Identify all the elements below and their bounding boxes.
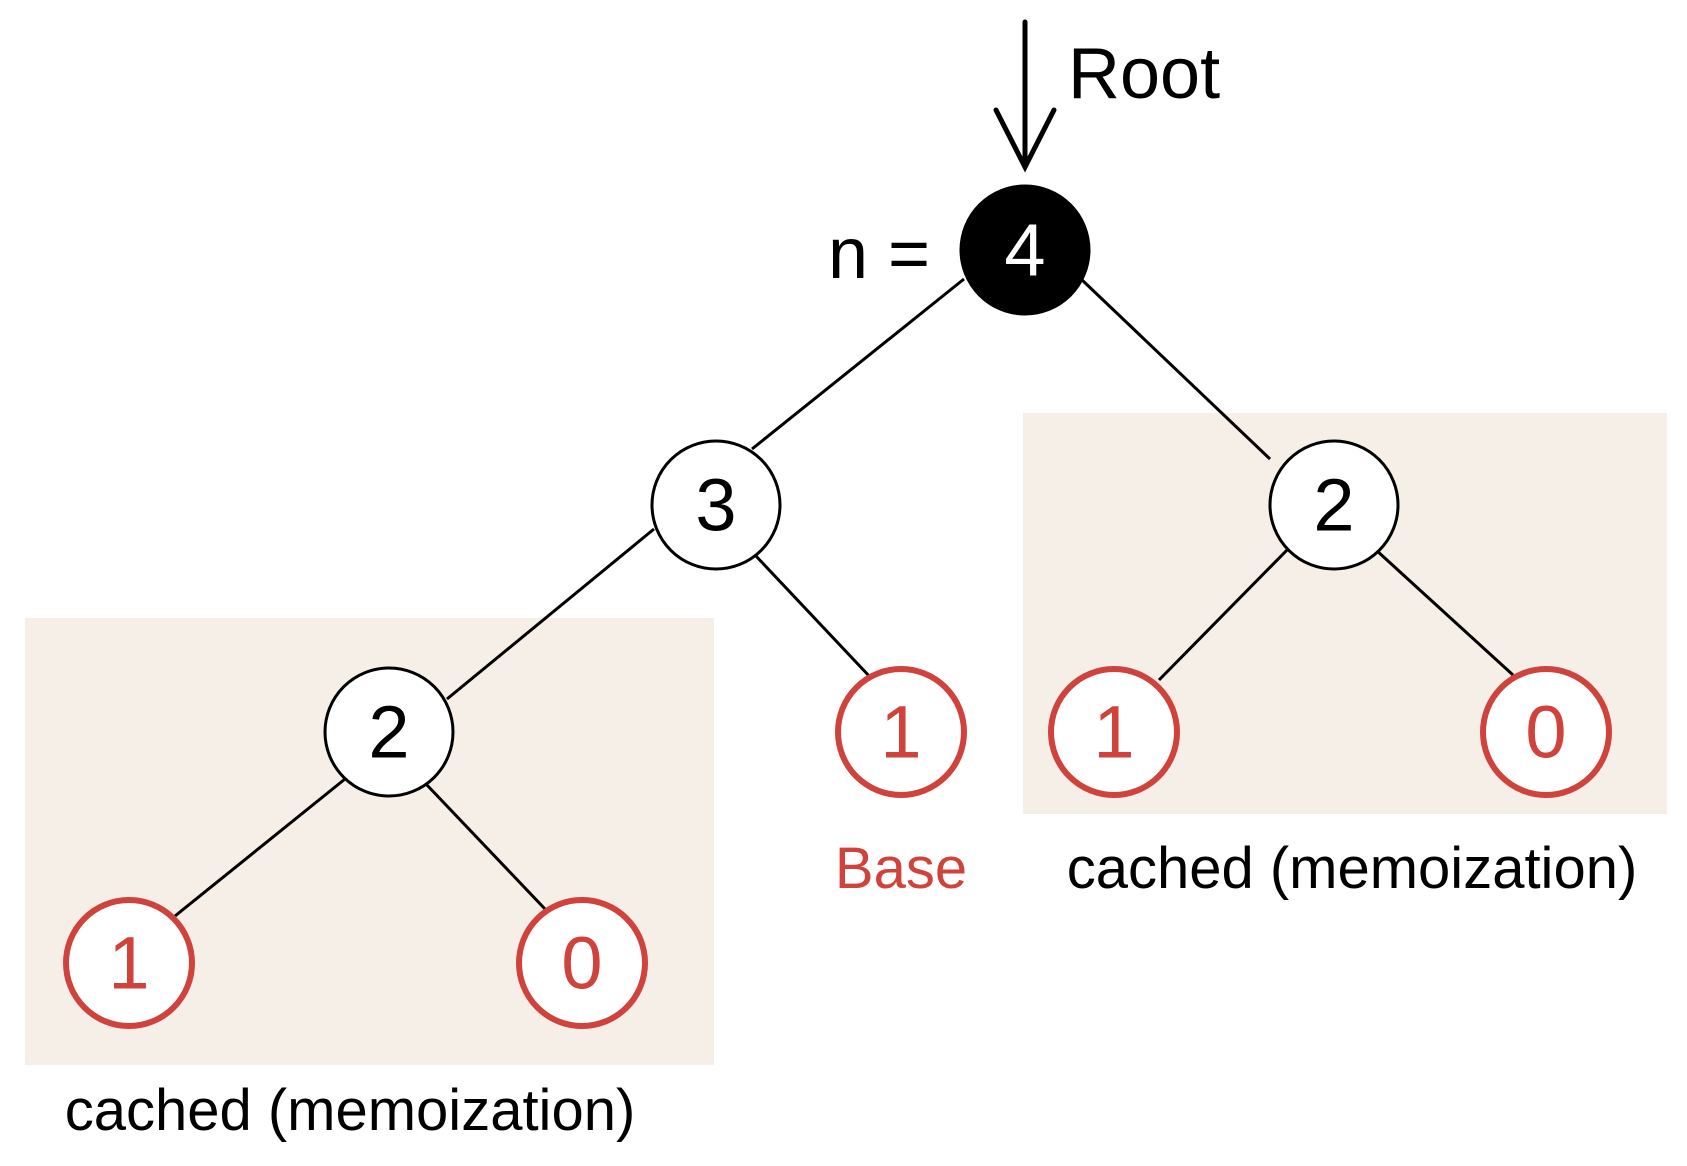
node-level1-left: 3	[650, 439, 782, 571]
base-label: Base	[835, 836, 967, 901]
node-level1-right: 2	[1268, 439, 1400, 571]
node-level2-right-b: 0	[1480, 666, 1612, 798]
edge-4-2	[1079, 277, 1272, 461]
tree-edges	[174, 277, 1515, 918]
node-root-value: 4	[1004, 209, 1045, 292]
edge-2r-1	[1157, 545, 1292, 682]
node-level2-base: 1	[835, 666, 967, 798]
root-label: Root	[1068, 34, 1220, 114]
node-level2-base-value: 1	[880, 691, 921, 774]
edge-2l-0	[424, 782, 547, 911]
node-level2-left-value: 2	[368, 691, 409, 774]
node-level2-right-b-value: 0	[1525, 691, 1566, 774]
n-equals-label: n =	[828, 214, 930, 294]
edge-4-3	[751, 277, 965, 451]
node-root: 4	[959, 184, 1091, 316]
root-arrow-icon	[993, 19, 1057, 173]
cached-label-left: cached (memoization)	[65, 1078, 636, 1143]
node-level3-left-a: 1	[63, 897, 195, 1029]
edge-2r-0	[1374, 548, 1515, 677]
edge-2l-1	[174, 777, 346, 918]
edge-3-2	[446, 527, 655, 701]
node-level2-right-a: 1	[1048, 666, 1180, 798]
node-level3-left-b: 0	[516, 897, 648, 1029]
edge-3-1	[753, 553, 873, 680]
node-level2-left: 2	[323, 666, 455, 798]
node-level3-left-a-value: 1	[108, 922, 149, 1005]
node-level3-left-b-value: 0	[561, 922, 602, 1005]
cached-label-right: cached (memoization)	[1067, 836, 1638, 901]
node-level1-right-value: 2	[1313, 464, 1354, 547]
node-level2-right-a-value: 1	[1093, 691, 1134, 774]
node-level1-left-value: 3	[695, 464, 736, 547]
